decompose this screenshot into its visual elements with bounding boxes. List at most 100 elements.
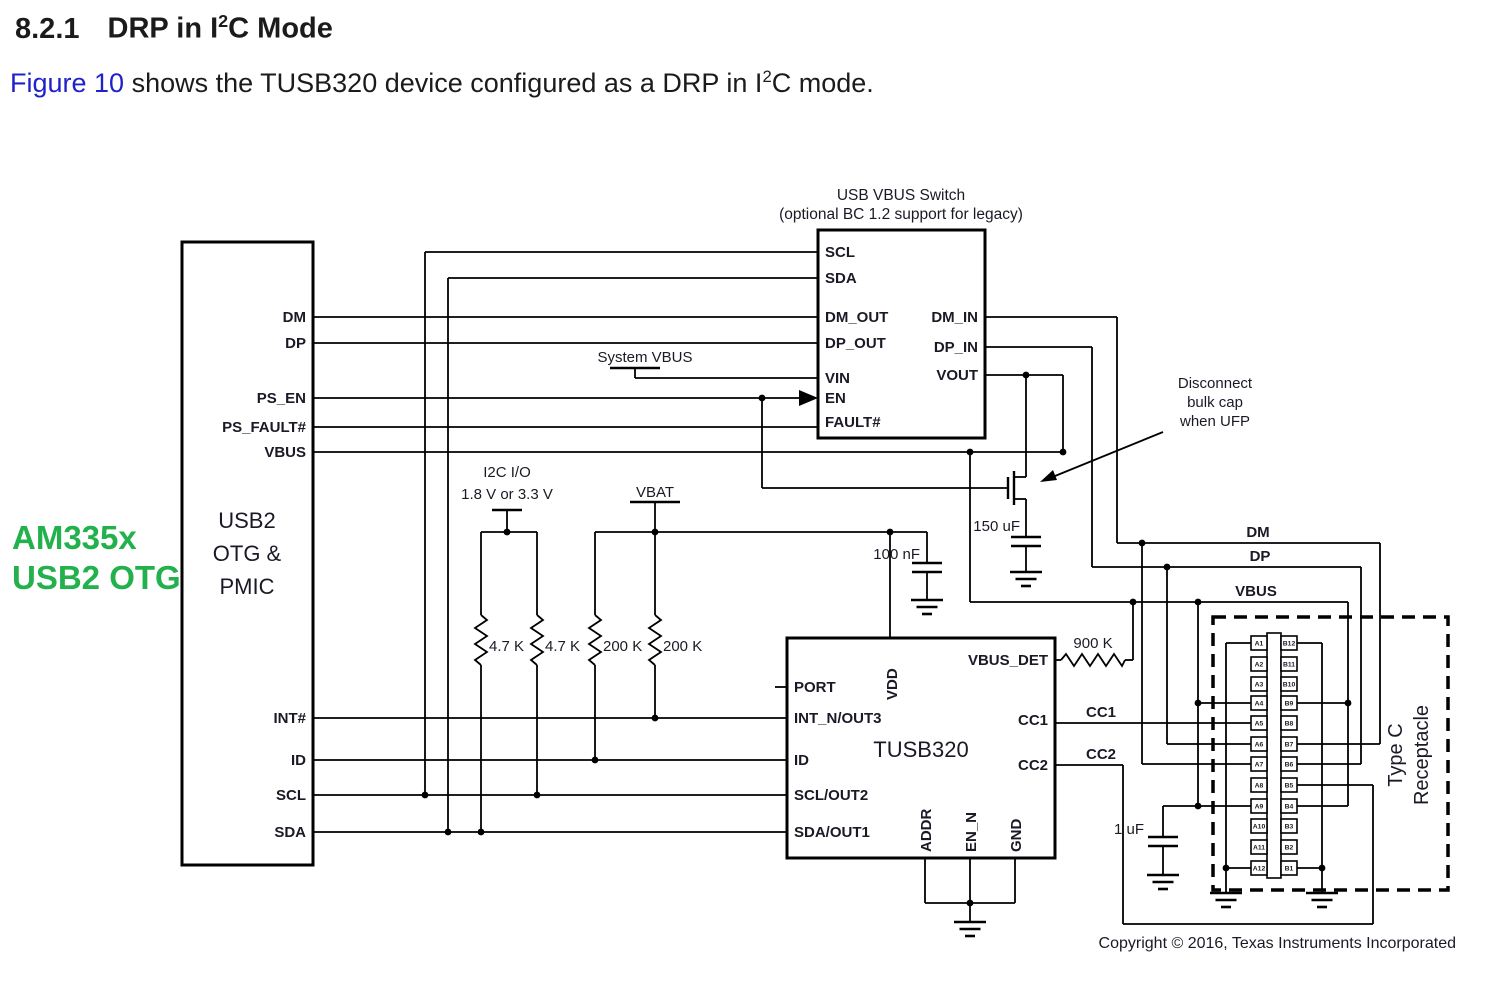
net-labels: DM DP VBUS CC1 CC2	[1086, 524, 1277, 763]
figure-link[interactable]: Figure 10	[10, 68, 125, 98]
svg-text:B7: B7	[1285, 742, 1294, 749]
resistor-4k7-sda	[473, 614, 489, 666]
annotation-arrow-line	[1054, 431, 1164, 477]
resistor-symbols	[473, 614, 1126, 668]
receptacle-tongue	[1266, 632, 1282, 879]
ground-1uf	[1145, 873, 1181, 891]
wire-layer	[313, 251, 1381, 925]
junction-dots	[421, 371, 1352, 907]
svg-text:B5: B5	[1285, 783, 1294, 790]
svg-text:B2: B2	[1285, 845, 1294, 852]
ground-receptacle-b	[1304, 891, 1340, 909]
intro-sup: 2	[762, 67, 772, 86]
receptacle-pins	[1250, 635, 1298, 876]
svg-text:A10: A10	[1253, 824, 1266, 831]
net-vbus: VBUS	[1235, 583, 1277, 600]
am335x-label-1: AM335x	[12, 519, 137, 556]
svg-text:A3: A3	[1255, 682, 1264, 689]
r-scl-value: 4.7 K	[545, 638, 580, 655]
tusb320-pin-sda: SDA/OUT1	[794, 824, 870, 841]
switch-pin-dm-out: DM_OUT	[825, 309, 888, 326]
svg-text:B9: B9	[1285, 701, 1294, 708]
switch-pin-dp-in: DP_IN	[934, 339, 978, 356]
switch-pin-en: EN	[825, 390, 846, 407]
svg-text:B1: B1	[1285, 866, 1294, 873]
pmic-pin-scl: SCL	[276, 787, 306, 804]
svg-text:A6: A6	[1255, 742, 1264, 749]
svg-text:B8: B8	[1285, 721, 1294, 728]
tusb320-name: TUSB320	[873, 737, 968, 762]
vbus-switch-labels: USB VBUS Switch (optional BC 1.2 support…	[779, 187, 1023, 431]
tusb320-pin-cc2: CC2	[1018, 757, 1048, 774]
svg-text:B10: B10	[1283, 682, 1296, 689]
intro-text: shows the TUSB320 device configured as a…	[124, 68, 763, 98]
capacitor-150uf	[1011, 535, 1041, 548]
bulk-cap-annotation: Disconnect bulk cap when UFP	[1040, 375, 1253, 482]
svg-text:A2: A2	[1255, 662, 1264, 669]
am335x-label-2: USB2 OTG	[12, 559, 181, 596]
annotation-line-1: Disconnect	[1178, 375, 1253, 392]
section-title-end: C Mode	[228, 12, 333, 45]
type-c-receptacle-outline	[1211, 615, 1450, 892]
ground-100nf	[909, 598, 945, 616]
tusb320-pin-int-n: INT_N/OUT3	[794, 710, 882, 727]
pmic-pin-id: ID	[291, 752, 306, 769]
pmic-title-3: PMIC	[220, 574, 275, 599]
svg-text:B12: B12	[1283, 641, 1296, 648]
switch-pin-vin: VIN	[825, 370, 850, 387]
section-title-sup: 2	[218, 11, 229, 31]
svg-text:B11: B11	[1283, 662, 1295, 669]
annotation-line-2: bulk cap	[1187, 394, 1243, 411]
en-arrowhead	[799, 390, 818, 406]
tusb320-outline	[785, 636, 1057, 860]
switch-title-1: USB VBUS Switch	[837, 187, 965, 204]
r-id-value: 200 K	[603, 638, 642, 655]
svg-text:A12: A12	[1253, 866, 1266, 873]
section-number: 8.2.1	[15, 12, 80, 45]
tusb320-pin-vdd: VDD	[884, 668, 901, 700]
svg-text:A8: A8	[1255, 783, 1264, 790]
i2c-io-label-2: 1.8 V or 3.3 V	[461, 486, 553, 503]
net-dm: DM	[1246, 524, 1269, 541]
capacitor-symbols	[912, 535, 1178, 848]
tusb320-pin-addr: ADDR	[918, 809, 935, 852]
net-dp: DP	[1250, 548, 1271, 565]
pmic-title-1: USB2	[218, 508, 275, 533]
resistor-200k-id	[587, 614, 603, 666]
tusb320-pin-gnd: GND	[1008, 819, 1025, 853]
switch-pin-sda: SDA	[825, 270, 857, 287]
pmic-pin-sda: SDA	[274, 824, 306, 841]
switch-pin-dm-in: DM_IN	[931, 309, 978, 326]
net-cc1: CC1	[1086, 704, 1116, 721]
tusb320-pin-vbus-det: VBUS_DET	[968, 652, 1048, 669]
pmic-block-outline	[180, 240, 315, 867]
svg-text:A7: A7	[1255, 762, 1264, 769]
intro-text-end: C mode.	[771, 68, 874, 98]
receptacle-side-labels: Type C Receptacle	[1385, 705, 1433, 805]
svg-text:A4: A4	[1255, 701, 1264, 708]
switch-pin-scl: SCL	[825, 244, 855, 261]
pmic-pin-dm: DM	[283, 309, 306, 326]
component-value-labels: 4.7 K 4.7 K 200 K 200 K 900 K 100 nF 150…	[489, 518, 1144, 838]
svg-text:A5: A5	[1255, 721, 1264, 728]
vbat-label: VBAT	[636, 484, 674, 501]
annotation-arrowhead	[1040, 470, 1057, 482]
tusb320-pin-port: PORT	[794, 679, 836, 696]
receptacle-label-2: Receptacle	[1411, 705, 1433, 805]
intro-paragraph: Figure 10 shows the TUSB320 device confi…	[10, 67, 874, 99]
svg-text:A11: A11	[1253, 845, 1265, 852]
net-cc2: CC2	[1086, 746, 1116, 763]
tusb320-pin-en-n: EN_N	[963, 812, 980, 852]
r-vbus-det-value: 900 K	[1073, 635, 1112, 652]
section-title: DRP in I	[107, 12, 219, 45]
ground-150uf	[1008, 570, 1044, 588]
svg-text:A9: A9	[1255, 804, 1264, 811]
tusb320-pin-id: ID	[794, 752, 809, 769]
tusb320-pin-scl: SCL/OUT2	[794, 787, 868, 804]
capacitor-100nf	[912, 561, 942, 574]
annotation-line-3: when UFP	[1179, 413, 1250, 430]
copyright: Copyright © 2016, Texas Instruments Inco…	[1099, 935, 1456, 952]
i2c-io-label-1: I2C I/O	[483, 464, 531, 481]
